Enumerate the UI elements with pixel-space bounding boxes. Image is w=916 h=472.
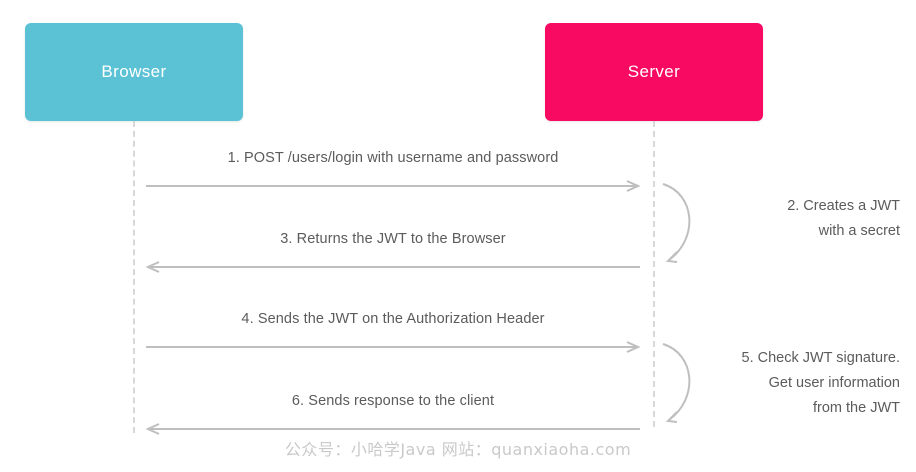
participant-box-browser: Browser bbox=[25, 23, 243, 121]
message-1-arrow-right-icon bbox=[146, 180, 640, 192]
self-note-2: 2. Creates a JWT with a secret bbox=[655, 180, 910, 270]
message-4: 4. Sends the JWT on the Authorization He… bbox=[146, 311, 640, 359]
watermark-text: 公众号：小哈学Java 网站：quanxiaoha.com bbox=[284, 440, 632, 459]
lifeline-server bbox=[653, 121, 655, 427]
self-note-5: 5. Check JWT signature. Get user informa… bbox=[655, 340, 910, 440]
participant-label-browser: Browser bbox=[101, 62, 167, 81]
message-1: 1. POST /users/login with username and p… bbox=[146, 150, 640, 198]
message-6: 6. Sends response to the client bbox=[146, 393, 640, 441]
self-note-5-label: 5. Check JWT signature. Get user informa… bbox=[741, 350, 901, 416]
lifeline-browser bbox=[133, 121, 135, 433]
participant-box-server: Server bbox=[545, 23, 763, 121]
self-loop-arc-2-icon bbox=[662, 183, 691, 263]
message-3-label: 3. Returns the JWT to the Browser bbox=[280, 231, 506, 247]
message-1-label: 1. POST /users/login with username and p… bbox=[227, 150, 559, 166]
participant-label-server: Server bbox=[627, 62, 681, 81]
message-3-arrow-left-icon bbox=[146, 261, 640, 273]
message-6-arrow-left-icon bbox=[146, 423, 640, 435]
self-note-2-label: 2. Creates a JWT with a secret bbox=[787, 198, 900, 239]
message-4-label: 4. Sends the JWT on the Authorization He… bbox=[241, 311, 545, 327]
self-loop-arc-5-icon bbox=[662, 343, 691, 423]
message-6-label: 6. Sends response to the client bbox=[291, 393, 495, 409]
message-3: 3. Returns the JWT to the Browser bbox=[146, 231, 640, 279]
message-4-arrow-right-icon bbox=[146, 341, 640, 353]
